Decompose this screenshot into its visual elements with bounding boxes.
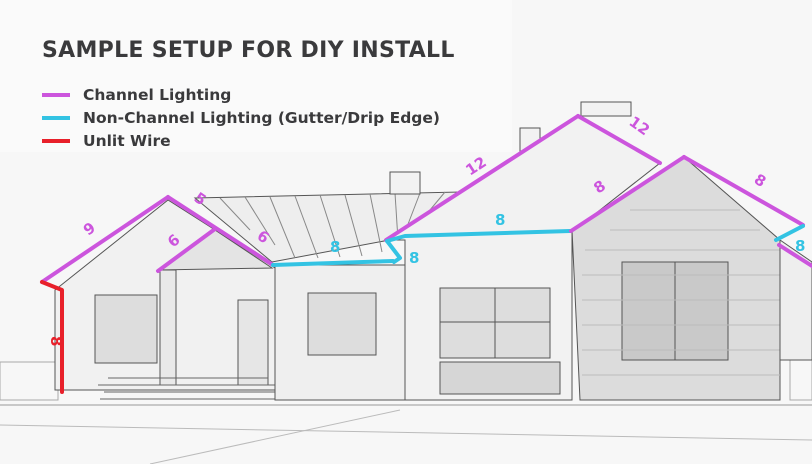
segment-left-gable-left bbox=[40, 195, 170, 284]
segment-big-gutter bbox=[385, 229, 572, 243]
label-big-gutter: 8 bbox=[495, 211, 505, 229]
roof-ribs bbox=[219, 191, 446, 259]
legend-swatch-red bbox=[42, 139, 70, 143]
legend-item-non-channel: Non-Channel Lighting (Gutter/Drip Edge) bbox=[42, 109, 440, 127]
legend-swatch-cyan bbox=[42, 116, 70, 120]
legend-panel: SAMPLE SETUP FOR DIY INSTALL Channel Lig… bbox=[0, 0, 512, 152]
label-gutter-drop: 8 bbox=[409, 249, 419, 267]
segment-big-gable-left bbox=[384, 114, 580, 242]
segment-downspout-wire bbox=[40, 280, 64, 394]
house-outline bbox=[0, 101, 812, 464]
legend-label: Channel Lighting bbox=[83, 86, 232, 104]
legend-item-channel: Channel Lighting bbox=[42, 86, 231, 104]
segment-middle-gutter bbox=[271, 259, 395, 267]
door bbox=[237, 299, 269, 386]
label-left-gable-left: 9 bbox=[80, 219, 99, 240]
label-right-gable-right: 8 bbox=[751, 170, 769, 191]
segment-porch-gable bbox=[156, 227, 217, 273]
window-left bbox=[94, 294, 158, 364]
segment-gutter-drop bbox=[385, 239, 402, 264]
segment-right-gutter bbox=[774, 224, 805, 242]
legend-label: Non-Channel Lighting (Gutter/Drip Edge) bbox=[83, 109, 440, 127]
label-big-gable-right: 12 bbox=[626, 113, 653, 140]
legend-label: Unlit Wire bbox=[83, 132, 171, 150]
segment-right-lower bbox=[777, 243, 812, 268]
segment-right-gable-left bbox=[569, 155, 686, 233]
label-middle-gutter: 8 bbox=[330, 238, 340, 256]
legend-item-unlit: Unlit Wire bbox=[42, 132, 171, 150]
diagram-title: SAMPLE SETUP FOR DIY INSTALL bbox=[42, 38, 455, 63]
window-middle bbox=[307, 292, 377, 356]
legend-swatch-purple bbox=[42, 93, 70, 97]
segment-right-gable-right bbox=[682, 155, 805, 227]
label-right-gutter: 8 bbox=[795, 237, 805, 255]
segment-left-gable-right bbox=[166, 195, 275, 267]
brick-lines bbox=[582, 209, 780, 376]
segment-big-gable-right bbox=[576, 114, 662, 165]
label-downspout-wire: 8 bbox=[47, 336, 65, 346]
